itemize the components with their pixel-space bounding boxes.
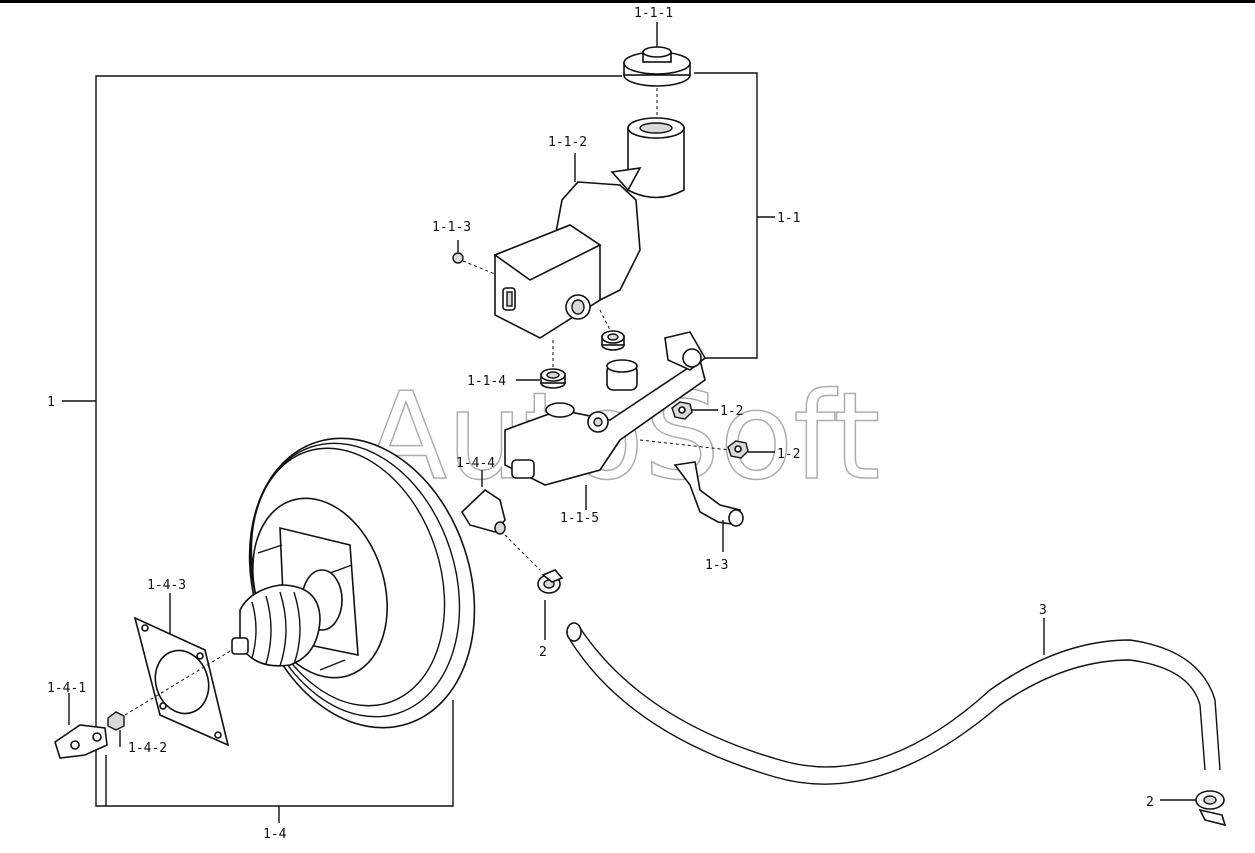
grommet-right bbox=[599, 309, 625, 351]
clevis bbox=[54, 693, 108, 759]
nut-upper bbox=[671, 401, 718, 420]
top-border bbox=[0, 0, 1255, 3]
label-1-1-1: 1-1-1 bbox=[634, 6, 673, 21]
label-1-3: 1-3 bbox=[705, 558, 728, 573]
hose-clamp-upper bbox=[537, 569, 564, 640]
hose-clamp-lower bbox=[1160, 790, 1227, 827]
assembly-bracket-1-4 bbox=[105, 700, 454, 823]
label-2-upper: 2 bbox=[539, 645, 547, 660]
label-1-4: 1-4 bbox=[263, 827, 287, 842]
nut-lower bbox=[727, 440, 775, 459]
assembly-bracket-1 bbox=[62, 75, 622, 807]
reservoir-cap bbox=[623, 22, 691, 122]
booster-gasket bbox=[133, 593, 230, 747]
label-1-1-2: 1-1-2 bbox=[548, 135, 587, 150]
master-cylinder bbox=[504, 331, 707, 510]
label-2-lower: 2 bbox=[1146, 795, 1154, 810]
label-1-1: 1-1 bbox=[777, 211, 800, 226]
assembly-bracket-1-1 bbox=[694, 72, 775, 359]
label-1-1-3: 1-1-3 bbox=[432, 220, 471, 235]
brake-fluid-reservoir bbox=[493, 117, 685, 339]
label-3: 3 bbox=[1039, 603, 1047, 618]
bracket bbox=[673, 461, 744, 552]
grommet-left bbox=[516, 340, 566, 389]
label-1-2-upper: 1-2 bbox=[720, 404, 743, 419]
label-1-2-lower: 1-2 bbox=[777, 447, 800, 462]
check-valve bbox=[460, 470, 541, 571]
label-1-1-4: 1-1-4 bbox=[467, 374, 506, 389]
reservoir-screw bbox=[452, 240, 496, 275]
clevis-nut bbox=[107, 649, 233, 747]
vacuum-hose bbox=[566, 618, 1221, 785]
brake-booster bbox=[231, 437, 476, 729]
label-1: 1 bbox=[47, 395, 55, 410]
label-1-4-2: 1-4-2 bbox=[128, 741, 167, 756]
label-1-4-1: 1-4-1 bbox=[47, 681, 86, 696]
label-1-1-5: 1-1-5 bbox=[560, 511, 599, 526]
label-1-4-3: 1-4-3 bbox=[147, 578, 186, 593]
label-1-4-4: 1-4-4 bbox=[456, 456, 495, 471]
